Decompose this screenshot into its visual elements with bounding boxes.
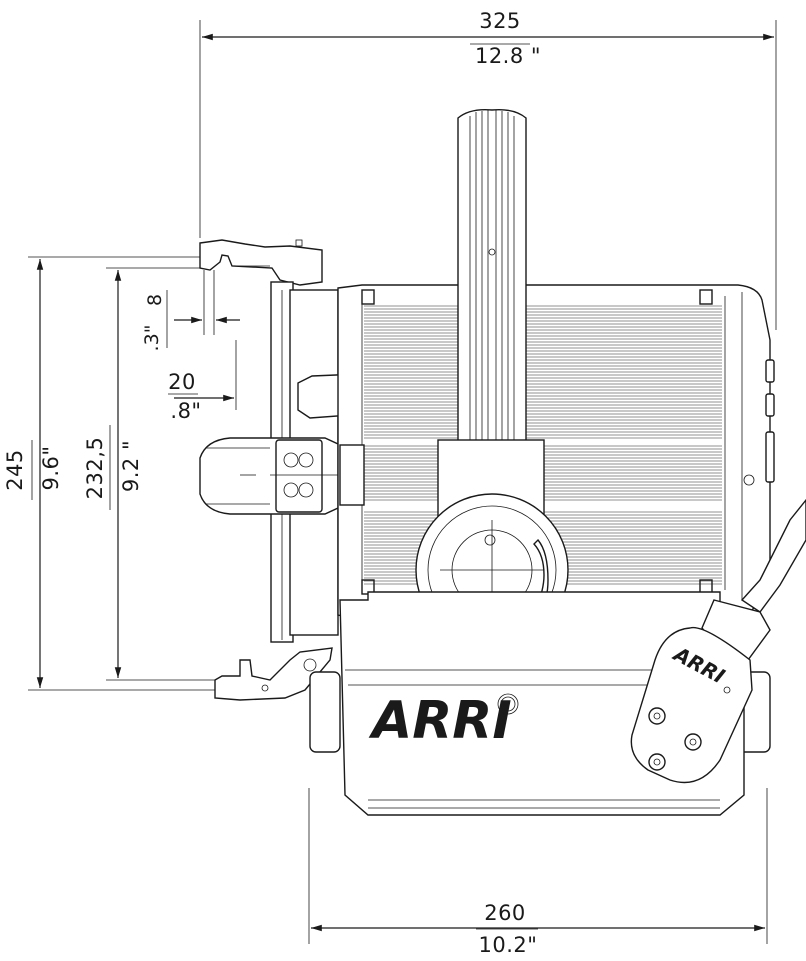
dimension-bracket-offset: 8 .3" xyxy=(141,270,240,351)
overall-width-inch: 12.8 " xyxy=(475,44,541,68)
dimension-base-width: 260 10.2" xyxy=(308,788,768,957)
overall-width-mm: 325 xyxy=(479,9,521,33)
clamp-offset-mm: 20 xyxy=(168,370,196,394)
cable-connector: ARRI xyxy=(630,498,806,784)
body-height-mm: 232,5 xyxy=(83,437,107,500)
overall-height-inch: 9.6" xyxy=(39,445,63,490)
dimension-body-height: 232,5 9.2 " xyxy=(83,267,215,681)
overall-height-mm: 245 xyxy=(3,449,27,491)
clamp-offset-inch: .8" xyxy=(170,399,201,423)
pole-operation-knob xyxy=(199,437,340,515)
arri-logo: ARRI xyxy=(368,691,512,751)
base-width-inch: 10.2" xyxy=(479,933,538,957)
bracket-offset-mm: 8 xyxy=(144,294,166,306)
base-width-mm: 260 xyxy=(484,901,526,925)
body-height-inch: 9.2 " xyxy=(119,440,143,492)
dimension-overall-width: 325 12.8 " xyxy=(199,9,777,330)
bracket-offset-inch: .3" xyxy=(141,325,163,352)
dimension-overall-height: 245 9.6" xyxy=(3,256,215,691)
dimension-clamp-offset: 20 .8" xyxy=(168,340,306,423)
